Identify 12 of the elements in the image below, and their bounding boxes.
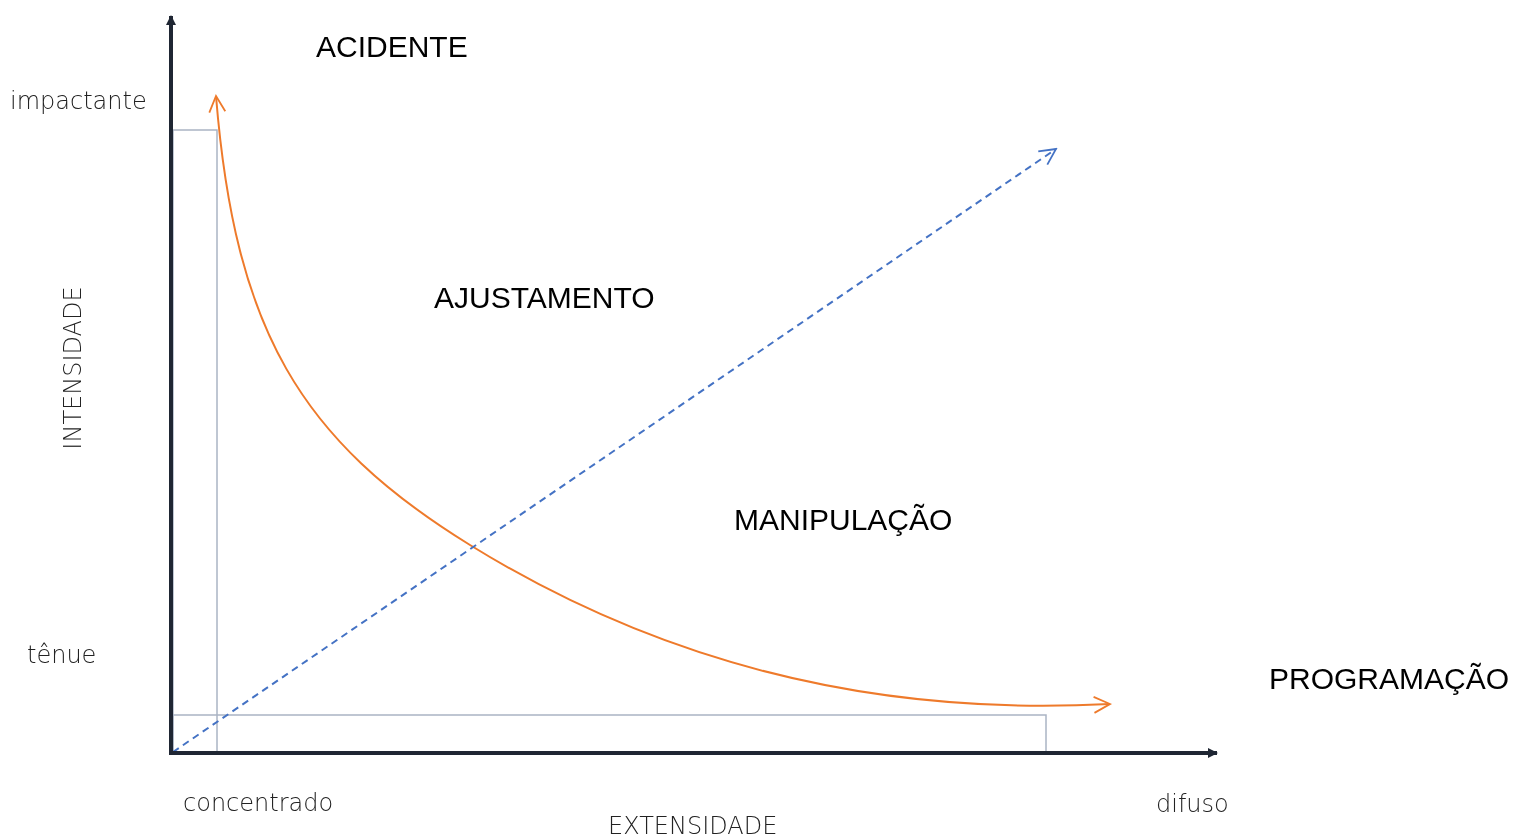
axis-end-label: impactante bbox=[10, 89, 147, 113]
region-label: ACIDENTE bbox=[316, 32, 468, 62]
axis-title: INTENSIDADE bbox=[60, 286, 85, 450]
outline-rectangle bbox=[172, 129, 218, 754]
axis-end-label: difuso bbox=[1156, 792, 1229, 816]
region-label: AJUSTAMENTO bbox=[434, 283, 655, 313]
region-label: PROGRAMAÇÃO bbox=[1269, 664, 1510, 694]
axis-end-label: tênue bbox=[27, 643, 97, 667]
outline-rectangle bbox=[172, 714, 1047, 754]
region-label: MANIPULAÇÃO bbox=[734, 505, 953, 535]
axis-title: EXTENSIDADE bbox=[608, 814, 778, 838]
axis-end-label: concentrado bbox=[183, 791, 334, 815]
